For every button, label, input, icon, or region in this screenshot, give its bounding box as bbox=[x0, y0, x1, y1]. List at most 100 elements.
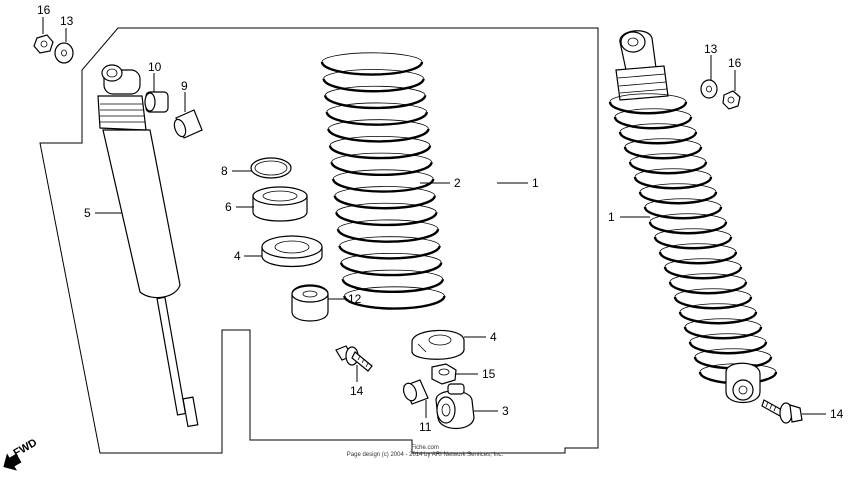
spring-coil-back bbox=[337, 219, 439, 230]
spring-coil-highlight bbox=[324, 61, 420, 73]
spring-coil-front bbox=[330, 162, 433, 177]
washer-13-right bbox=[700, 79, 718, 99]
credit-line-1: Fiche.com bbox=[411, 445, 439, 451]
callout-9: 9 bbox=[181, 79, 188, 93]
shock-absorber-assembly bbox=[608, 30, 778, 404]
spring-coil-highlight bbox=[647, 206, 719, 217]
spring-coil-back bbox=[331, 152, 432, 163]
spring-coil-back bbox=[339, 236, 440, 246]
callout-3: 3 bbox=[502, 404, 509, 418]
callout-12: 12 bbox=[348, 292, 362, 306]
spring-coil-highlight bbox=[637, 176, 709, 187]
spring-seat-6 bbox=[252, 186, 308, 222]
spring-coil-front bbox=[668, 281, 748, 295]
washer-13-left bbox=[54, 42, 74, 64]
spring-coil-highlight bbox=[642, 191, 714, 202]
spring-coil-front bbox=[628, 161, 708, 175]
callout-1-center: 1 bbox=[532, 176, 539, 190]
spring-seat-4-lower bbox=[411, 329, 465, 360]
spring-coil-front bbox=[643, 206, 723, 220]
spring-coil-back bbox=[334, 186, 436, 196]
spring-coil-highlight bbox=[337, 195, 433, 207]
assembly-group-outline bbox=[39, 27, 599, 454]
spring-coil-highlight bbox=[612, 101, 684, 112]
callout-8: 8 bbox=[221, 164, 228, 178]
spring-coil-back bbox=[326, 102, 428, 113]
callout-16-left: 16 bbox=[37, 3, 51, 17]
spring-coil-front bbox=[327, 128, 430, 143]
spring-coil-back bbox=[332, 169, 434, 180]
callout-2: 2 bbox=[454, 176, 461, 190]
circlip-8 bbox=[250, 157, 292, 179]
spring-coil-highlight bbox=[692, 341, 764, 352]
callout-6: 6 bbox=[225, 200, 232, 214]
spring-coil-back bbox=[321, 52, 423, 63]
spring-coil-back bbox=[674, 288, 752, 298]
spring-coil-highlight bbox=[627, 146, 699, 157]
spring-coil-highlight bbox=[657, 236, 729, 247]
spring-coil-front bbox=[648, 221, 728, 235]
spring-coil-highlight bbox=[338, 212, 434, 223]
spring-coil-highlight bbox=[672, 281, 744, 292]
spring-coil-highlight bbox=[617, 116, 689, 127]
bolt-14-right bbox=[761, 399, 803, 424]
spring-coil-back bbox=[649, 213, 727, 223]
spring-coil-highlight bbox=[687, 326, 759, 337]
spring-coil-front bbox=[338, 245, 441, 260]
spring-coil-back bbox=[328, 119, 429, 129]
spring-coil-front bbox=[613, 116, 693, 130]
forward-direction-indicator: FWD bbox=[3, 437, 39, 471]
spring-coil-highlight bbox=[334, 162, 430, 173]
callout-13-right: 13 bbox=[704, 42, 718, 56]
spring-coil-back bbox=[340, 252, 442, 263]
spring-coil-back bbox=[639, 183, 717, 193]
spring-coil-front bbox=[325, 111, 428, 126]
spring-coil-back bbox=[644, 198, 722, 208]
nut-15 bbox=[431, 363, 457, 385]
spring-coil-front bbox=[336, 228, 440, 243]
spring-coil-highlight bbox=[632, 161, 704, 172]
spring-coil-front bbox=[335, 212, 438, 227]
spring-coil-back bbox=[694, 348, 772, 358]
spring-seat-4-upper bbox=[261, 235, 323, 268]
spring-coil-back bbox=[324, 85, 426, 96]
spring-coil-back bbox=[323, 69, 424, 79]
callout-leaders bbox=[42, 17, 826, 418]
spring-coil-front bbox=[341, 279, 444, 294]
spring-coil-highlight bbox=[332, 145, 428, 157]
spring-coil-back bbox=[659, 243, 737, 253]
spring-coil-front bbox=[343, 295, 446, 310]
collar-9 bbox=[173, 109, 203, 139]
spring-coil-highlight bbox=[342, 245, 438, 257]
spring-coil-back bbox=[669, 273, 747, 283]
spring-coil-back bbox=[624, 138, 702, 148]
spring-coil-front bbox=[324, 95, 427, 110]
spring-coil-highlight bbox=[346, 295, 442, 307]
spring-coil-front bbox=[328, 145, 432, 160]
spring-coil-back bbox=[344, 286, 445, 297]
callout-10: 10 bbox=[148, 60, 162, 74]
callout-4-lower: 4 bbox=[490, 330, 497, 344]
callout-15: 15 bbox=[482, 367, 496, 381]
spring-coil-front bbox=[653, 236, 733, 250]
callout-5: 5 bbox=[84, 206, 91, 220]
nut-16-right bbox=[722, 90, 741, 110]
spring-coil-highlight bbox=[662, 251, 734, 262]
bushing-10 bbox=[144, 91, 169, 113]
spring-coil-back bbox=[664, 258, 742, 268]
spring-coil-highlight bbox=[329, 112, 425, 123]
bolt-14-left bbox=[335, 345, 373, 372]
spring-coil-highlight bbox=[343, 262, 439, 274]
spring-coil-front bbox=[688, 341, 768, 355]
spring-coil-back bbox=[684, 318, 762, 328]
spring-coil-highlight bbox=[622, 131, 694, 142]
spring-coil-front bbox=[618, 131, 698, 145]
spring-coil-front bbox=[332, 178, 435, 193]
spring-coil-highlight bbox=[330, 128, 426, 140]
spring-coil-highlight bbox=[327, 95, 423, 106]
spring-coil-front bbox=[623, 146, 703, 160]
callout-14-left: 14 bbox=[350, 384, 364, 398]
spring-coil-front bbox=[322, 78, 425, 93]
spring-coil-highlight bbox=[677, 296, 749, 307]
